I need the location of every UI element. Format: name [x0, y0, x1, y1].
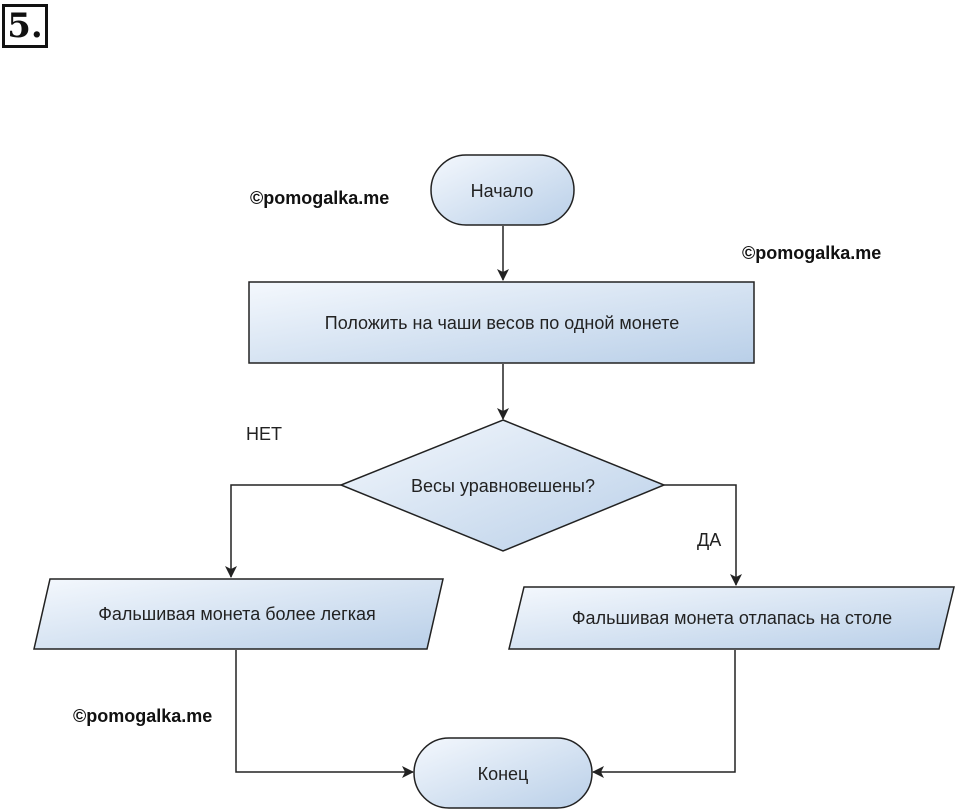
- watermark-right: ©pomogalka.me: [742, 243, 882, 263]
- process-step: Положить на чаши весов по одной монете: [248, 281, 755, 364]
- start-label: Начало: [471, 181, 534, 201]
- end-label: Конец: [478, 764, 529, 784]
- watermark-bottom-left: ©pomogalka.me: [73, 706, 213, 726]
- branch-label-no: НЕТ: [246, 424, 282, 444]
- watermark-top-left: ©pomogalka.me: [250, 188, 390, 208]
- arrow-yes-to-end: [592, 650, 736, 778]
- connectors: [225, 226, 742, 778]
- output-no: Фальшивая монета более легкая: [33, 578, 444, 650]
- task-number: 5.: [2, 4, 48, 48]
- output-no-label: Фальшивая монета более легкая: [98, 604, 376, 624]
- output-yes: Фальшивая монета отлапась на столе: [508, 586, 955, 650]
- decision-diamond: Весы уравновешены?: [338, 419, 666, 552]
- arrow-decision-yes: [664, 484, 742, 586]
- decision-label: Весы уравновешены?: [411, 476, 595, 496]
- branch-label-yes: ДА: [697, 530, 722, 550]
- arrow-decision-no: [225, 484, 341, 578]
- end-terminator: Конец: [413, 737, 593, 809]
- output-yes-label: Фальшивая монета отлапась на столе: [572, 608, 892, 628]
- process-step-label: Положить на чаши весов по одной монете: [325, 313, 679, 333]
- arrow-no-to-end: [235, 650, 414, 778]
- start-terminator: Начало: [430, 154, 575, 226]
